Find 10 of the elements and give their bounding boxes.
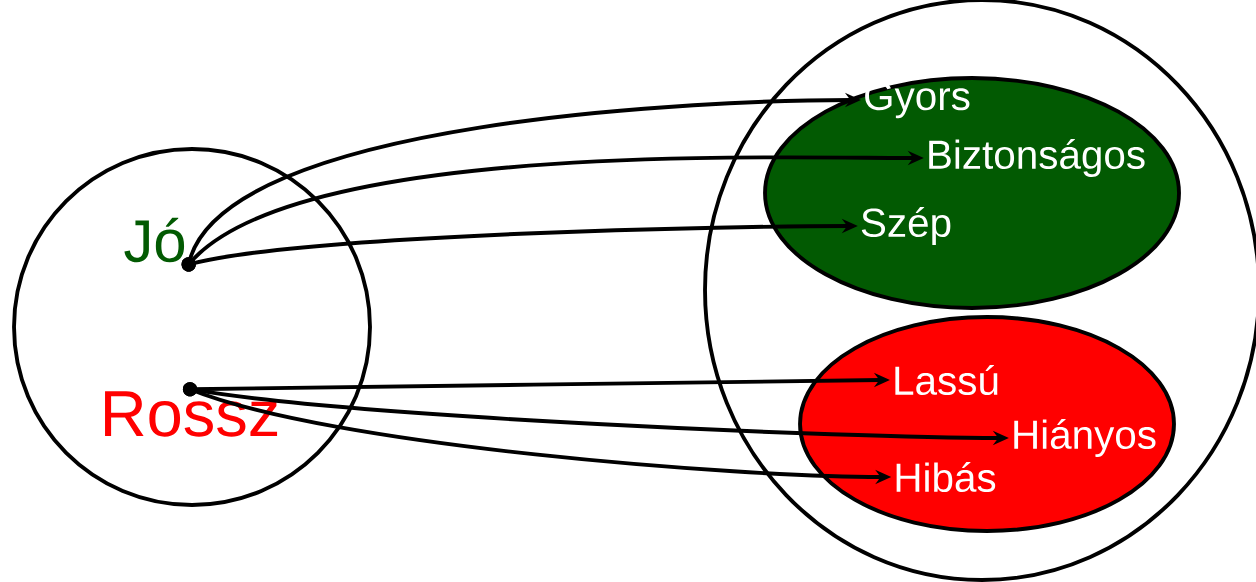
set-ellipse [763, 76, 1181, 310]
set-circle [12, 147, 372, 507]
element-label: Szép [861, 206, 951, 246]
set-label: Rossz [105, 391, 278, 437]
set-label: Jó [124, 217, 185, 263]
element-label: Lassú [895, 364, 998, 396]
element-label: Biztonságos [929, 138, 1145, 178]
set-ellipse [798, 315, 1176, 533]
element-label: Hibás [896, 461, 996, 493]
element-label: Hiányos [1014, 418, 1156, 458]
